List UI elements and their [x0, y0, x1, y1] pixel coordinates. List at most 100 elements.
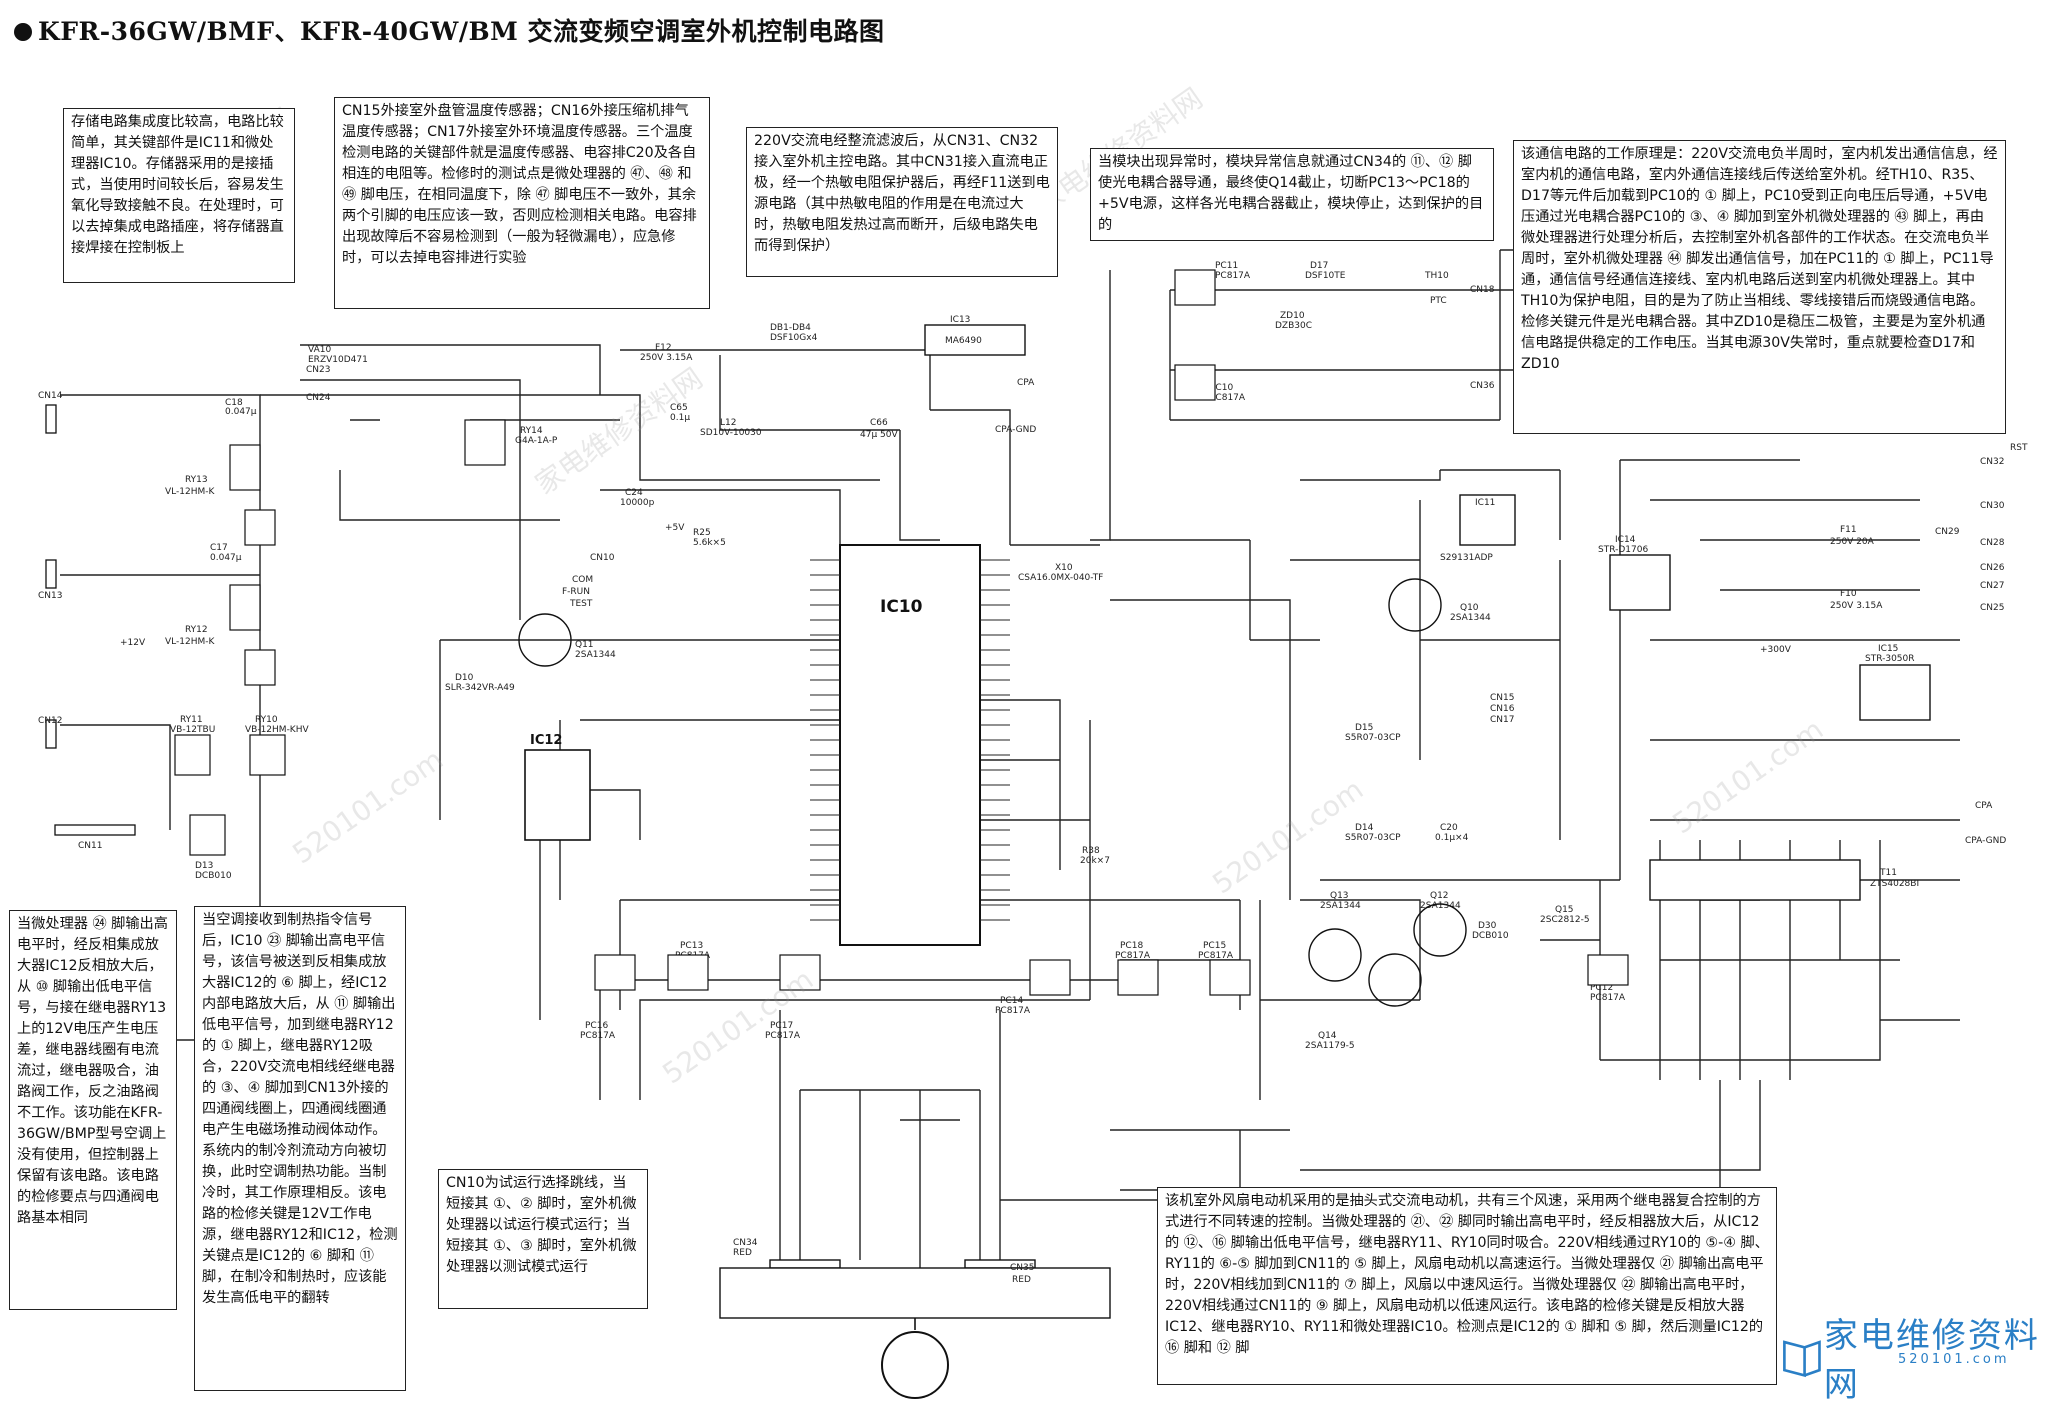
c18-label: C18 [225, 398, 243, 408]
d10-part: SLR-342VR-A49 [445, 683, 515, 693]
l12-part: SD10V-10030 [700, 428, 762, 438]
cn28-label: CN28 [1980, 538, 2005, 548]
ry13-part: VL-12HM-K [165, 487, 215, 497]
ic14-label: IC14 [1615, 535, 1636, 545]
r25-part: 5.6k×5 [693, 538, 726, 548]
brand-logo: 家电维修资料网 520101.com [1780, 1308, 2045, 1406]
cpa-right-label: CPA [1975, 801, 1993, 811]
title-text: KFR-36GW/BMF、KFR-40GW/BM 交流变频空调室外机控制电路图 [38, 17, 885, 46]
ry13-label: RY13 [185, 475, 208, 485]
bullet-dot [14, 23, 32, 41]
bottom-connectors [719, 1259, 1111, 1319]
cn34-label: CN34 [733, 1238, 758, 1248]
pc15-label: PC15 [1203, 941, 1226, 951]
note-memory: 存储电路集成度比较高，电路比较简单，其关键部件是IC11和微处理器IC10。存储… [63, 108, 295, 283]
cn11-label: CN11 [78, 841, 102, 851]
rst-label: RST [2010, 443, 2028, 453]
relay-group [174, 419, 506, 856]
q15-part: 2SC2812-5 [1540, 915, 1590, 925]
transistor-group [518, 578, 1467, 1007]
t11-part: ZTS4028BI [1870, 879, 1919, 889]
l12-label: L12 [720, 418, 736, 428]
cn30-label: CN30 [1980, 501, 2005, 511]
ry12-label: RY12 [185, 625, 208, 635]
ic13-part: MA6490 [945, 336, 982, 346]
d13-label: D13 [195, 861, 213, 871]
cn24-label: CN24 [306, 393, 331, 403]
cn10-label: CN10 [590, 553, 615, 563]
note-comm: 该通信电路的工作原理是：220V交流电负半周时，室内机发出通信信息，经室内机的通… [1513, 140, 2006, 434]
ry11-label: RY11 [180, 715, 203, 725]
r25-label: R25 [693, 528, 711, 538]
pc17-label: PC17 [770, 1021, 793, 1031]
pc15-part: PC817A [1198, 951, 1234, 961]
c18-part: 0.047μ [225, 407, 257, 417]
pc16-part: PC817A [580, 1031, 616, 1041]
pc10-label: PC10 [1210, 383, 1233, 393]
c66-part: 47μ 50V [860, 430, 898, 440]
ry14-part: G4A-1A-P [515, 436, 558, 446]
page-title: KFR-36GW/BMF、KFR-40GW/BM 交流变频空调室外机控制电路图 [14, 12, 885, 48]
ic10-label: IC10 [880, 597, 923, 617]
ic12-label: IC12 [530, 733, 562, 748]
pc13-label: PC13 [680, 941, 703, 951]
cn35-sub: RED [1012, 1275, 1031, 1285]
q10-part: 2SA1344 [1450, 613, 1491, 623]
f11-part: 250V 20A [1830, 537, 1875, 547]
pc10-part: PC817A [1210, 393, 1246, 403]
c66-label: C66 [870, 418, 888, 428]
t11-transformer: T11 ZTS4028BI [1649, 859, 1919, 901]
d15-label: D15 [1355, 723, 1373, 733]
c20-label: C20 [1440, 823, 1458, 833]
cn29-label: CN29 [1935, 527, 1960, 537]
pc11-part: PC817A [1215, 271, 1251, 281]
pc18-label: PC18 [1120, 941, 1143, 951]
note-module: 当模块出现异常时，模块异常信息就通过CN34的 ⑪、⑫ 脚使光电耦合器导通，最终… [1090, 148, 1494, 241]
c65-label: C65 [670, 403, 688, 413]
ic15-part: STR-3050R [1865, 654, 1915, 664]
ic14-part: STR-D1706 [1598, 545, 1648, 555]
cn23-label: CN23 [306, 365, 330, 375]
q14-part: 2SA1179-5 [1305, 1041, 1355, 1051]
ic13-chip: IC13 MA6490 [924, 315, 1026, 356]
plus5v-label: +5V [665, 523, 685, 533]
cpa-gnd-label: CPA-GND [995, 425, 1036, 435]
zd10-part: DZB30C [1275, 321, 1312, 331]
ic11-chip: IC11 S29131ADP [1440, 494, 1516, 563]
f12-label: F12 [655, 343, 672, 353]
ry12-part: VL-12HM-K [165, 637, 215, 647]
q12-part: 2SA1344 [1420, 901, 1461, 911]
note-sensor: CN15外接室外盘管温度传感器；CN16外接压缩机排气温度传感器；CN17外接室… [334, 97, 710, 309]
plus300v-label: +300V [1760, 645, 1792, 655]
ry10-part: VB-12HM-KHV [245, 725, 309, 735]
cn36-label: CN36 [1470, 381, 1495, 391]
cn10-pin-test: TEST [569, 599, 593, 609]
cn17-label: CN17 [1490, 715, 1514, 725]
pc12-label: PC12 [1590, 983, 1613, 993]
va10-part: ERZV10D471 [308, 355, 368, 365]
zd10-label: ZD10 [1280, 311, 1305, 321]
d10-label: D10 [455, 673, 474, 683]
ic12-chip: IC12 [524, 733, 591, 841]
r38-part: 20k×7 [1080, 856, 1110, 866]
ic13-label: IC13 [950, 315, 970, 325]
ic11-part: S29131ADP [1440, 553, 1493, 563]
d15-part: S5R07-03CP [1345, 733, 1401, 743]
q12-label: Q12 [1430, 891, 1449, 901]
ic15-chip: IC15 STR-3050R [1859, 644, 1931, 721]
cn10-pin-frun: F-RUN [562, 587, 590, 597]
d30-part: DCB010 [1472, 931, 1509, 941]
q13-part: 2SA1344 [1320, 901, 1361, 911]
pc11-label: PC11 [1215, 261, 1238, 271]
cn15-label: CN15 [1490, 693, 1514, 703]
brand-name: 家电维修资料网 [1823, 1316, 2040, 1405]
cpa-gnd-right-label: CPA-GND [1965, 836, 2006, 846]
r38-label: R38 [1082, 846, 1100, 856]
ry14-label: RY14 [520, 426, 543, 436]
note-fan: 该机室外风扇电动机采用的是抽头式交流电动机，共有三个风速，采用两个继电器复合控制… [1157, 1187, 1777, 1385]
c65-part: 0.1μ [670, 413, 690, 423]
cn13-label: CN13 [38, 591, 62, 601]
d30-label: D30 [1478, 921, 1497, 931]
d13-part: DCB010 [195, 871, 232, 881]
